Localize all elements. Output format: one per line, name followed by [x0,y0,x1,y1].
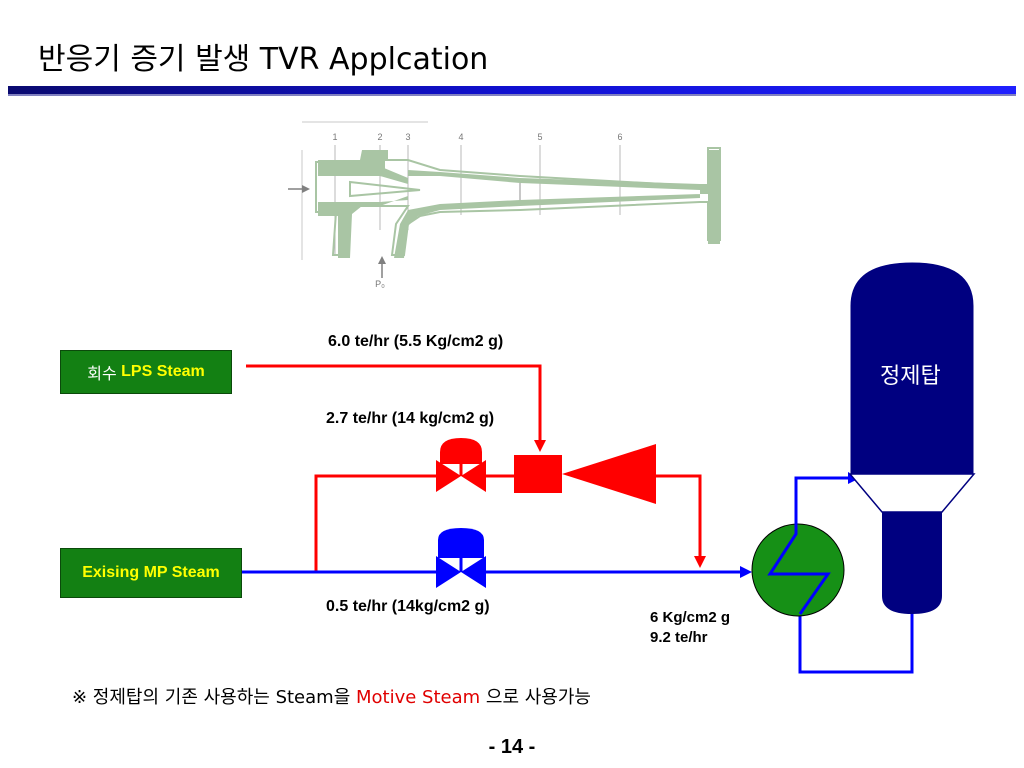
port-label: P₀ [375,279,385,289]
distillation-tower [848,261,976,614]
section-number: 5 [537,132,542,142]
outlet-flow-label: 9.2 te/hr [650,629,708,646]
page-number: - 14 - [488,736,536,758]
note-highlight: Motive Steam [355,687,481,708]
section-number: 6 [617,132,622,142]
footnote: ※ 정제탑의 기존 사용하는 Steam을 Motive Steam 으로 사용… [72,683,591,709]
page-title: 반응기 증기 발생 TVR Applcation [38,42,489,77]
section-number: 3 [405,132,410,142]
lps-prefix: 회수 [87,366,117,383]
heat-exchanger [751,520,845,617]
tvr-ejector [514,444,656,504]
section-number: 4 [458,132,463,142]
title-underline [8,86,1016,94]
section-number: 2 [377,132,382,142]
mp-steam-label: Exising MP Steam [82,564,220,581]
red-steam-lines [246,364,706,572]
title-underline-shadow [8,94,1016,96]
note-prefix: ※ 정제탑의 기존 사용하는 Steam을 [72,687,351,708]
mp-steam-valve [436,528,486,588]
note-suffix: 으로 사용가능 [485,687,591,708]
mp-steam-source: Exising MP Steam [60,548,242,598]
motive-steam-valve [436,438,486,492]
tower-label: 정제탑 [880,364,941,389]
lps-steam-label: LPS Steam [121,363,205,380]
blue-steam-lines [242,472,914,674]
lps-steam-source: 회수 LPS Steam [60,350,232,394]
outlet-pressure-label: 6 Kg/cm2 g [650,609,731,626]
bypass-flow-label: 0.5 te/hr (14kg/cm2 g) [326,598,490,615]
motive-flow-label: 2.7 te/hr (14 kg/cm2 g) [326,410,495,427]
ejector-drawing [288,121,721,278]
lps-flow-label: 6.0 te/hr (5.5 Kg/cm2 g) [328,333,504,350]
section-number: 1 [332,132,337,142]
